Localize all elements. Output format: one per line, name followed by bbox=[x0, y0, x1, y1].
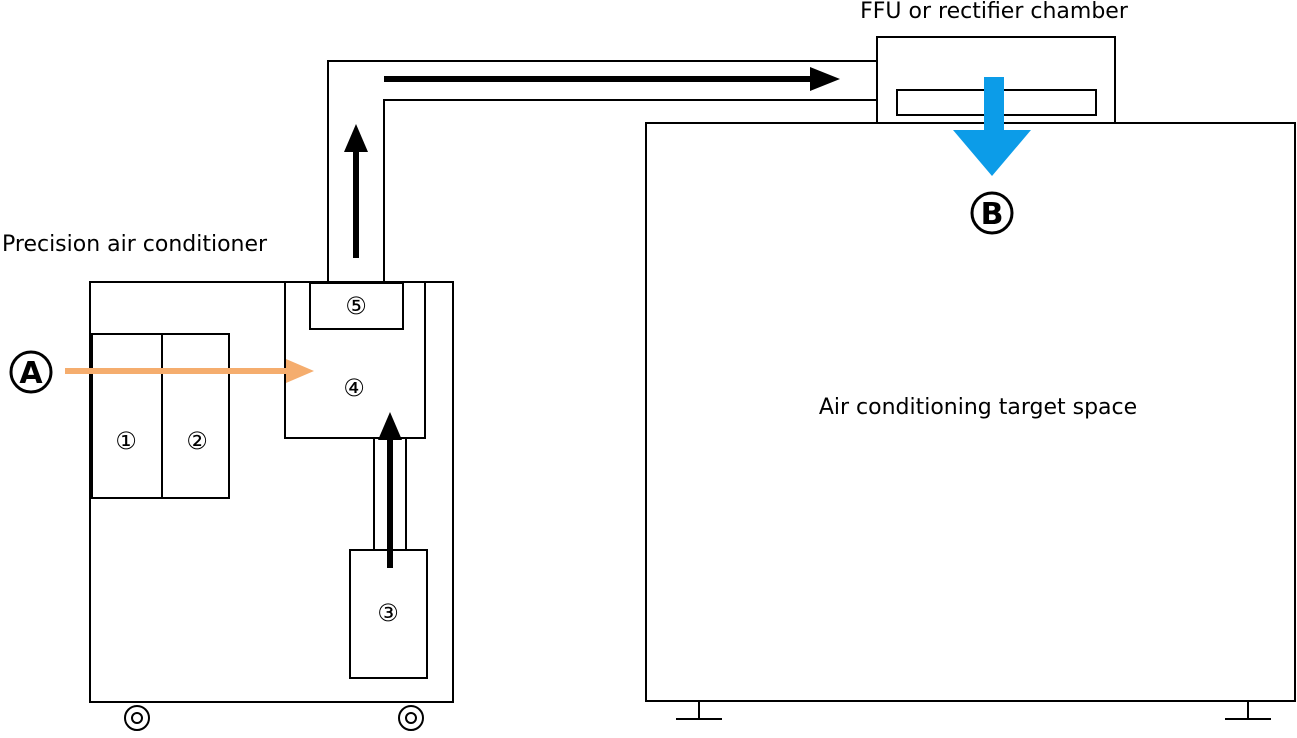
target-space-foot-left-icon bbox=[676, 701, 722, 720]
caster-right-icon bbox=[398, 705, 424, 731]
flow-arrow-right-duct-icon bbox=[384, 67, 840, 91]
inlet-air-arrow-icon bbox=[65, 359, 314, 383]
ffu-chamber-label: FFU or rectifier chamber bbox=[860, 0, 1129, 24]
outlet-marker: B bbox=[970, 191, 1014, 235]
component-1-label: ① bbox=[115, 427, 137, 455]
component-5-box bbox=[309, 282, 404, 330]
component-2-box bbox=[161, 333, 230, 499]
flow-arrow-up-duct-icon bbox=[344, 124, 368, 258]
inlet-marker-label: A bbox=[19, 356, 43, 391]
target-space-box bbox=[645, 122, 1296, 702]
duct-outer-wall bbox=[327, 60, 877, 282]
inlet-marker: A bbox=[9, 350, 53, 394]
outlet-air-arrow-icon bbox=[953, 77, 1031, 176]
component-2-label: ② bbox=[186, 427, 208, 455]
component-5-label: ⑤ bbox=[345, 292, 367, 320]
precision-ac-label: Precision air conditioner bbox=[2, 232, 268, 257]
target-space bbox=[645, 122, 1296, 720]
target-space-label: Air conditioning target space bbox=[819, 395, 1137, 420]
supply-duct bbox=[327, 60, 877, 282]
target-space-foot-right-icon bbox=[1225, 701, 1271, 720]
component-4-chamber bbox=[284, 282, 426, 439]
component-3-label: ③ bbox=[377, 599, 399, 627]
caster-left-icon bbox=[124, 705, 150, 731]
flow-arrow-up-3-to-4-icon bbox=[378, 412, 402, 568]
duct-inner-wall bbox=[383, 99, 877, 282]
outlet-marker-label: B bbox=[981, 197, 1004, 232]
component-1-box bbox=[91, 333, 163, 499]
precision-ac-unit bbox=[89, 281, 454, 731]
ac-cabinet bbox=[89, 281, 454, 703]
component-4-label: ④ bbox=[343, 374, 365, 402]
